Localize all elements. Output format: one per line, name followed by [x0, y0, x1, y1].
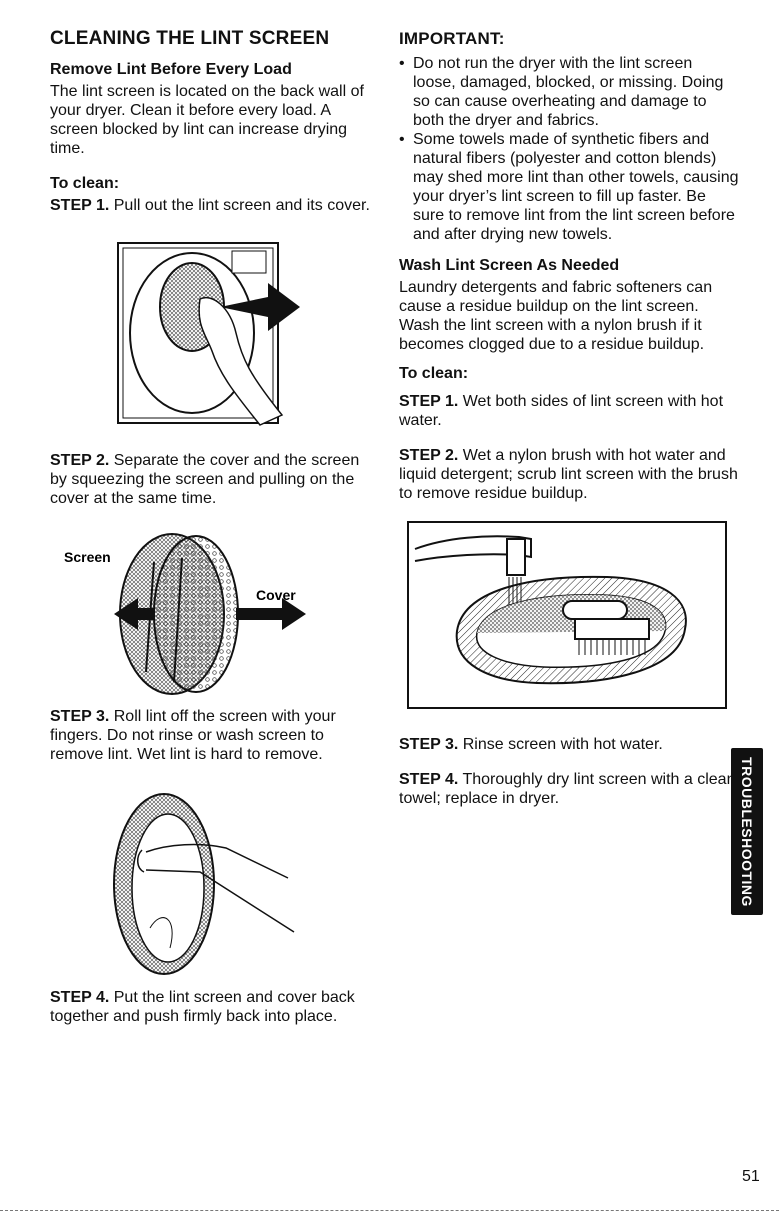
list-item: Do not run the dryer with the lint scree…	[399, 54, 739, 130]
step-4-reassemble: STEP 4. Put the lint screen and cover ba…	[50, 988, 370, 1026]
remove-lint-body: The lint screen is located on the back w…	[50, 83, 364, 157]
to-clean-heading-2: To clean:	[399, 365, 469, 382]
step-text: Thoroughly dry lint screen with a clean …	[399, 771, 736, 807]
step-label: STEP 1.	[50, 197, 110, 214]
step-label: STEP 2.	[50, 452, 110, 469]
step-text: Rinse screen with hot water.	[458, 736, 663, 753]
bottom-divider	[0, 1210, 779, 1211]
screen-label: Screen	[64, 549, 111, 565]
to-clean-heading: To clean:	[50, 175, 120, 192]
step-3-roll-lint: STEP 3. Roll lint off the screen with yo…	[50, 707, 370, 764]
wash-screen-body: Laundry detergents and fabric softeners …	[399, 279, 713, 353]
wash-step-3: STEP 3. Rinse screen with hot water.	[399, 735, 739, 754]
section-tab-label: TROUBLESHOOTING	[739, 756, 755, 907]
wash-screen-illustration	[407, 521, 727, 709]
pull-lint-screen-illustration	[117, 242, 300, 426]
step-label: STEP 3.	[399, 736, 459, 753]
step-text: Pull out the lint screen and its cover.	[109, 197, 370, 214]
step-text: Separate the cover and the screen by squ…	[50, 452, 360, 507]
list-item: Some towels made of synthetic fibers and…	[399, 130, 739, 244]
section-heading-remove-lint: Remove Lint Before Every Load	[50, 61, 292, 78]
step-text: Wet a nylon brush with hot water and liq…	[399, 447, 738, 502]
left-column: CLEANING THE LINT SCREEN Remove Lint Bef…	[50, 28, 370, 1026]
important-list: Do not run the dryer with the lint scree…	[399, 54, 739, 244]
wash-step-1: STEP 1. Wet both sides of lint screen wi…	[399, 392, 739, 430]
step-label: STEP 4.	[399, 771, 459, 788]
wash-step-2: STEP 2. Wet a nylon brush with hot water…	[399, 446, 739, 503]
important-heading: IMPORTANT:	[399, 29, 505, 48]
roll-lint-illustration	[113, 793, 295, 975]
page-title: CLEANING THE LINT SCREEN	[50, 28, 330, 49]
right-column: IMPORTANT: Do not run the dryer with the…	[399, 28, 739, 808]
step-label: STEP 1.	[399, 393, 459, 410]
cover-label: Cover	[256, 587, 296, 603]
step-label: STEP 2.	[399, 447, 459, 464]
step-label: STEP 4.	[50, 989, 110, 1006]
wash-step-4: STEP 4. Thoroughly dry lint screen with …	[399, 770, 739, 808]
section-heading-wash-screen: Wash Lint Screen As Needed	[399, 257, 620, 274]
step-text: Wet both sides of lint screen with hot w…	[399, 393, 724, 429]
step-text: Put the lint screen and cover back toget…	[50, 989, 355, 1025]
step-2-separate: STEP 2. Separate the cover and the scree…	[50, 451, 370, 508]
separate-cover-illustration: Screen Cover	[64, 533, 306, 695]
step-1-pull-screen: STEP 1. Pull out the lint screen and its…	[50, 196, 370, 215]
step-text: Roll lint off the screen with your finge…	[50, 708, 336, 763]
page-number: 51	[742, 1168, 760, 1185]
section-tab-troubleshooting: TROUBLESHOOTING	[731, 748, 763, 915]
step-label: STEP 3.	[50, 708, 110, 725]
